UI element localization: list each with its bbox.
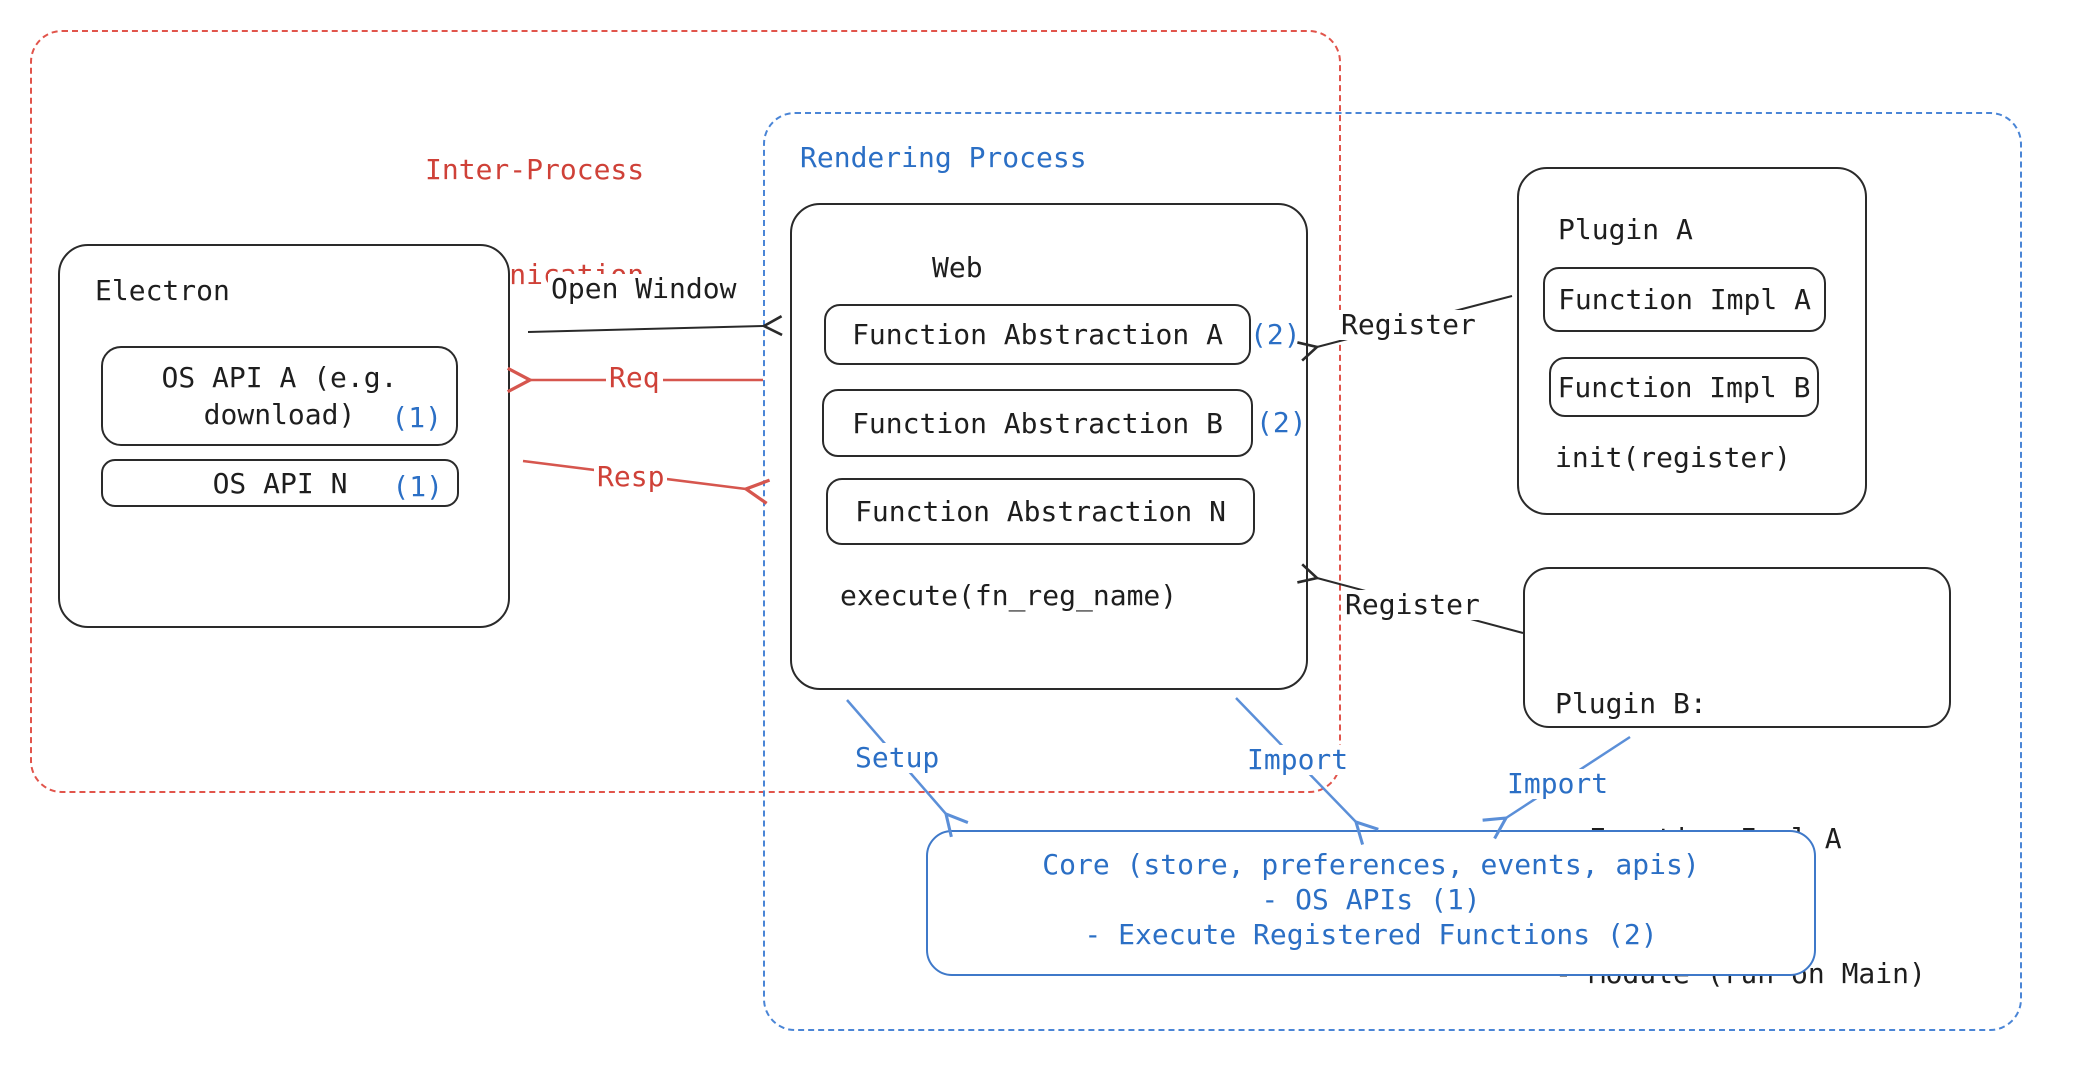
fn-abstraction-a-badge: (2) [1250,318,1301,351]
setup-arrow-label: Setup [852,743,943,773]
core-line-2: - OS APIs (1) [1261,883,1481,916]
register-plugin-a-label: Register [1338,310,1479,340]
fn-abstraction-b-box: Function Abstraction B [822,389,1253,457]
web-box: Web Function Abstraction A (2) Function … [790,203,1308,690]
import-web-arrow-label: Import [1244,745,1352,775]
core-line-1: Core (store, preferences, events, apis) [1042,848,1700,881]
os-api-n-label: OS API N [212,466,348,500]
function-impl-b-box: Function Impl B [1549,357,1819,417]
import-plugin-b-arrow-label: Import [1504,769,1612,799]
plugin-a-title: Plugin A [1558,213,1693,246]
plugin-b-text: Plugin B: - Function Impl A - Module (ru… [1555,591,1926,1066]
function-impl-b-label: Function Impl B [1557,370,1811,404]
resp-arrow-label: Resp [594,462,668,492]
os-api-n-badge: (1) [392,470,443,503]
rendering-group-boundary [763,112,2022,1031]
os-api-n-box: OS API N (1) [101,459,459,507]
fn-abstraction-n-box: Function Abstraction N [826,478,1255,545]
web-box-title: Web [932,251,983,284]
function-impl-a-box: Function Impl A [1543,267,1826,332]
execute-label: execute(fn_reg_name) [840,579,1178,612]
rendering-group-label: Rendering Process [800,141,1087,174]
core-line-3: - Execute Registered Functions (2) [1084,918,1658,951]
fn-abstraction-b-badge: (2) [1256,406,1307,439]
os-api-a-badge: (1) [391,401,442,434]
electron-box-title: Electron [95,274,230,307]
plugin-a-box: Plugin A Function Impl A Function Impl B… [1517,167,1867,515]
plugin-b-title: Plugin B: [1555,687,1707,720]
core-box: Core (store, preferences, events, apis) … [926,830,1816,976]
req-arrow-label: Req [606,363,663,393]
ipc-label-line1: Inter-Process [425,153,645,186]
open-window-arrow-label: Open Window [548,274,740,304]
os-api-a-label: OS API A (e.g. download) [161,361,398,431]
fn-abstraction-a-label: Function Abstraction A [852,318,1223,351]
os-api-a-box: OS API A (e.g. download) (1) [101,346,458,446]
register-plugin-b-label: Register [1342,590,1483,620]
fn-abstraction-a-box: Function Abstraction A [824,304,1251,365]
function-impl-a-label: Function Impl A [1558,283,1811,316]
plugin-b-box: Plugin B: - Function Impl A - Module (ru… [1523,567,1951,990]
electron-box: Electron OS API A (e.g. download) (1) OS… [58,244,510,628]
init-register-label: init(register) [1555,441,1792,474]
fn-abstraction-b-label: Function Abstraction B [852,406,1223,440]
ipc-group-boundary [30,30,1341,793]
fn-abstraction-n-label: Function Abstraction N [855,495,1226,528]
